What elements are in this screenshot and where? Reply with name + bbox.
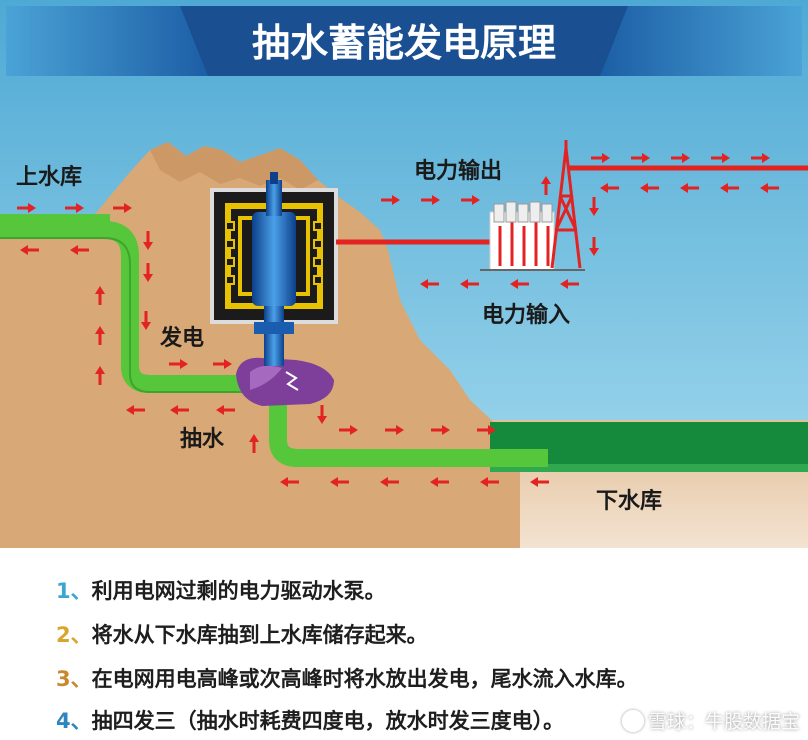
note-number: 3、	[56, 667, 92, 691]
flow-arrow	[169, 359, 188, 369]
flow-arrow	[143, 231, 153, 250]
flow-arrow	[170, 405, 189, 415]
flow-arrow	[591, 153, 610, 163]
transmission-tower	[550, 140, 582, 269]
note-item: 2、将水从下水库抽到上水库储存起来。	[56, 618, 428, 652]
flow-arrow	[385, 425, 404, 435]
note-text: 将水从下水库抽到上水库储存起来。	[91, 623, 428, 647]
flow-arrow	[430, 477, 449, 487]
note-number: 1、	[56, 579, 92, 603]
flow-arrows	[17, 153, 779, 487]
flow-arrow	[95, 286, 105, 305]
flow-arrow	[671, 153, 690, 163]
flow-arrow	[720, 183, 739, 193]
flow-arrow	[421, 195, 440, 205]
flow-arrow	[589, 237, 599, 256]
flow-arrow	[65, 203, 84, 213]
flow-arrow	[751, 153, 770, 163]
flow-arrow	[317, 405, 327, 424]
flow-arrow	[143, 263, 153, 282]
flow-arrow	[330, 477, 349, 487]
flow-arrow	[460, 279, 479, 289]
flow-arrow	[461, 195, 480, 205]
pump-turbine	[236, 357, 334, 406]
note-item: 3、在电网用电高峰或次高峰时将水放出发电，尾水流入水库。	[56, 662, 638, 696]
flow-arrow	[760, 183, 779, 193]
note-number: 2、	[56, 623, 92, 647]
lower-reservoir-edge	[490, 464, 808, 472]
flow-arrow	[249, 434, 259, 453]
flow-arrow	[477, 425, 496, 435]
note-text: 利用电网过剩的电力驱动水泵。	[91, 579, 386, 603]
flow-arrow	[216, 405, 235, 415]
flow-arrow	[631, 153, 650, 163]
flow-arrow	[589, 197, 599, 216]
note-text: 抽四发三（抽水时耗费四度电，放水时发三度电）。	[91, 709, 565, 733]
flow-arrow	[640, 183, 659, 193]
flow-arrow	[541, 176, 551, 195]
flow-arrow	[431, 425, 450, 435]
title-banner: 抽水蓄能发电原理	[6, 6, 802, 76]
flow-arrow	[530, 477, 549, 487]
power-output-label: 电力输出	[414, 158, 502, 184]
upper-reservoir-water	[0, 214, 110, 224]
notes-list: 1、利用电网过剩的电力驱动水泵。 2、将水从下水库抽到上水库储存起来。 3、在电…	[0, 556, 808, 740]
flow-arrow	[17, 203, 36, 213]
flow-arrow	[213, 359, 232, 369]
flow-arrow	[95, 366, 105, 385]
flow-arrow	[95, 326, 105, 345]
note-item: 4、抽四发三（抽水时耗费四度电，放水时发三度电）。	[56, 704, 564, 738]
flow-arrow	[113, 203, 132, 213]
note-text: 在电网用电高峰或次高峰时将水放出发电，尾水流入水库。	[91, 667, 638, 691]
generator	[210, 172, 338, 366]
flow-arrow	[680, 183, 699, 193]
flow-arrow	[560, 279, 579, 289]
watermark-text: 雪球：牛股数据宝	[647, 711, 800, 733]
tailrace-pipe	[269, 392, 548, 467]
flow-arrow	[339, 425, 358, 435]
watermark-logo-icon	[621, 709, 644, 732]
lower-reservoir-label: 下水库	[596, 489, 662, 514]
flow-arrow	[20, 245, 39, 255]
flow-arrow	[480, 477, 499, 487]
substation	[480, 201, 585, 271]
flow-arrow	[280, 477, 299, 487]
upper-reservoir-label: 上水库	[16, 165, 82, 190]
flow-arrow	[126, 405, 145, 415]
flow-arrow	[510, 279, 529, 289]
note-number: 4、	[56, 709, 92, 733]
watermark: 雪球：牛股数据宝	[621, 707, 800, 734]
flow-arrow	[600, 183, 619, 193]
power-input-label: 电力输入	[482, 302, 570, 328]
flow-arrow	[420, 279, 439, 289]
power-line	[336, 165, 808, 245]
penstock-pipe-edge	[0, 237, 262, 393]
flow-arrow	[380, 477, 399, 487]
flow-arrow	[70, 245, 89, 255]
diagram: 抽水蓄能发电原理	[0, 0, 808, 548]
note-item: 1、利用电网过剩的电力驱动水泵。	[56, 574, 386, 608]
flow-arrow	[711, 153, 730, 163]
flow-arrow	[141, 311, 151, 330]
flow-arrow	[381, 195, 400, 205]
generate-label: 发电	[159, 325, 204, 351]
diagram-title: 抽水蓄能发电原理	[252, 21, 556, 65]
pump-label: 抽水	[180, 427, 225, 452]
